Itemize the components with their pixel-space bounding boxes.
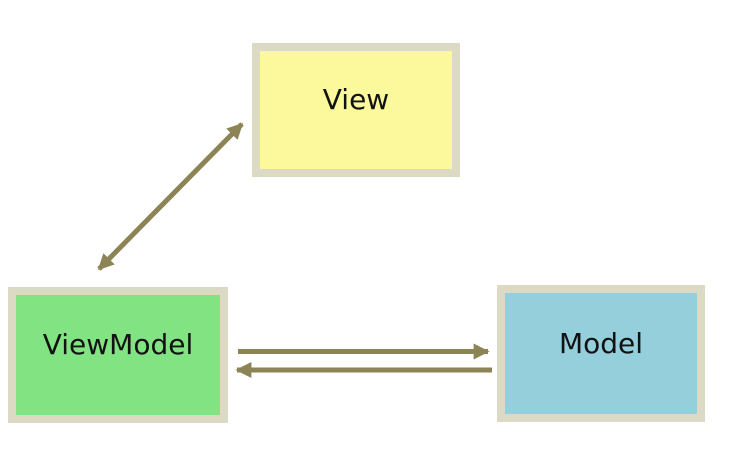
viewmodel-view-double-arrow — [97, 122, 244, 271]
node-model-label: Model — [558, 326, 644, 360]
node-viewmodel: ViewModel — [8, 287, 228, 423]
node-view: View — [252, 43, 460, 177]
node-view-label: View — [322, 83, 390, 116]
node-model: Model — [497, 285, 705, 422]
node-viewmodel-label: ViewModel — [42, 328, 194, 361]
